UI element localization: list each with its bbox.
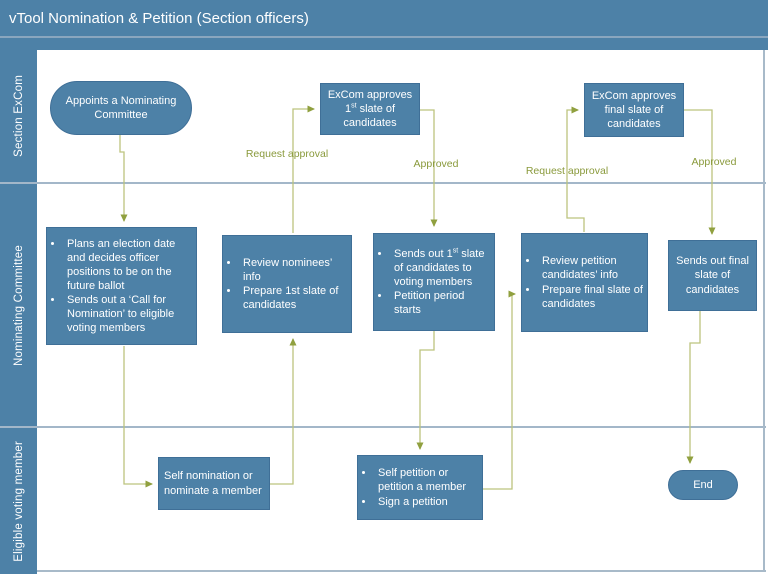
lane-label-nominating-committee: Nominating Committee — [0, 184, 37, 426]
node-sends-first-slate: Sends out 1st slate of candidates to vot… — [373, 233, 495, 331]
node-review-petition-candidates: Review petition candidates’ info Prepare… — [521, 233, 648, 332]
node-sends-final-slate: Sends out final slate of candidates — [668, 240, 757, 311]
node-text: End — [693, 478, 713, 491]
node-end: End — [668, 470, 738, 500]
lane-label-eligible-voting-member: Eligible voting member — [0, 428, 37, 574]
node-text: Sends out final slate of candidates — [676, 255, 749, 296]
node-bullet-list: Plans an election date and decides offic… — [47, 237, 196, 336]
diagram-title: vTool Nomination & Petition (Section off… — [9, 9, 309, 27]
node-appoints-committee: Appoints a Nominating Committee — [50, 81, 192, 135]
bullet-item: Sends out a ‘Call for Nomination’ to eli… — [64, 293, 196, 335]
node-self-petition: Self petition or petition a member Sign … — [357, 455, 483, 520]
edge-label-request-approval-2: Request approval — [525, 165, 609, 177]
lane-label-text: Nominating Committee — [12, 244, 25, 366]
lane-label-text: Section ExCom — [12, 75, 25, 157]
canvas-bottom-border — [37, 570, 766, 572]
bullet-item: Plans an election date and decides offic… — [64, 237, 196, 293]
node-review-nominees: Review nominees’ info Prepare 1st slate … — [222, 235, 352, 333]
lane-divider-2 — [0, 426, 766, 428]
node-bullet-list: Sends out 1st slate of candidates to vot… — [374, 247, 494, 317]
edge-label-approved-1: Approved — [413, 158, 459, 170]
node-bullet-list: Self petition or petition a member Sign … — [358, 466, 482, 508]
node-text: Appoints a Nominating Committee — [65, 94, 177, 121]
diagram-title-bar: vTool Nomination & Petition (Section off… — [0, 0, 768, 36]
node-text: Self nomination or nominate a member — [164, 470, 262, 497]
bullet-item: Review nominees’ info — [240, 256, 351, 284]
bullet-item: Review petition candidates’ info — [539, 254, 647, 282]
bullet-item: Prepare final slate of candidates — [539, 283, 647, 311]
node-plans-election: Plans an election date and decides offic… — [46, 227, 197, 345]
node-self-nomination: Self nomination or nominate a member — [158, 457, 270, 510]
edge-label-approved-2: Approved — [691, 156, 737, 168]
node-bullet-list: Review petition candidates’ info Prepare… — [522, 254, 647, 310]
canvas-right-border — [763, 50, 765, 572]
lane-divider-1 — [0, 182, 766, 184]
node-excom-approves-first-slate: ExCom approves 1st slate of candidates — [320, 83, 420, 135]
title-divider — [0, 36, 768, 38]
node-text: ExCom approves 1st slate of candidates — [327, 88, 413, 130]
edge-label-request-approval-1: Request approval — [245, 148, 329, 160]
bullet-item: Prepare 1st slate of candidates — [240, 284, 351, 312]
bullet-item: Self petition or petition a member — [375, 466, 482, 494]
bullet-item: Sends out 1st slate of candidates to vot… — [391, 247, 494, 289]
lane-label-section-excom: Section ExCom — [0, 50, 37, 182]
bullet-item: Sign a petition — [375, 495, 482, 509]
node-excom-approves-final-slate: ExCom approves final slate of candidates — [584, 83, 684, 137]
bullet-item: Petition period starts — [391, 289, 494, 317]
node-bullet-list: Review nominees’ info Prepare 1st slate … — [223, 256, 351, 312]
node-text: ExCom approves final slate of candidates — [591, 89, 677, 131]
lane-label-text: Eligible voting member — [12, 440, 25, 562]
title-sub-band — [0, 38, 768, 50]
